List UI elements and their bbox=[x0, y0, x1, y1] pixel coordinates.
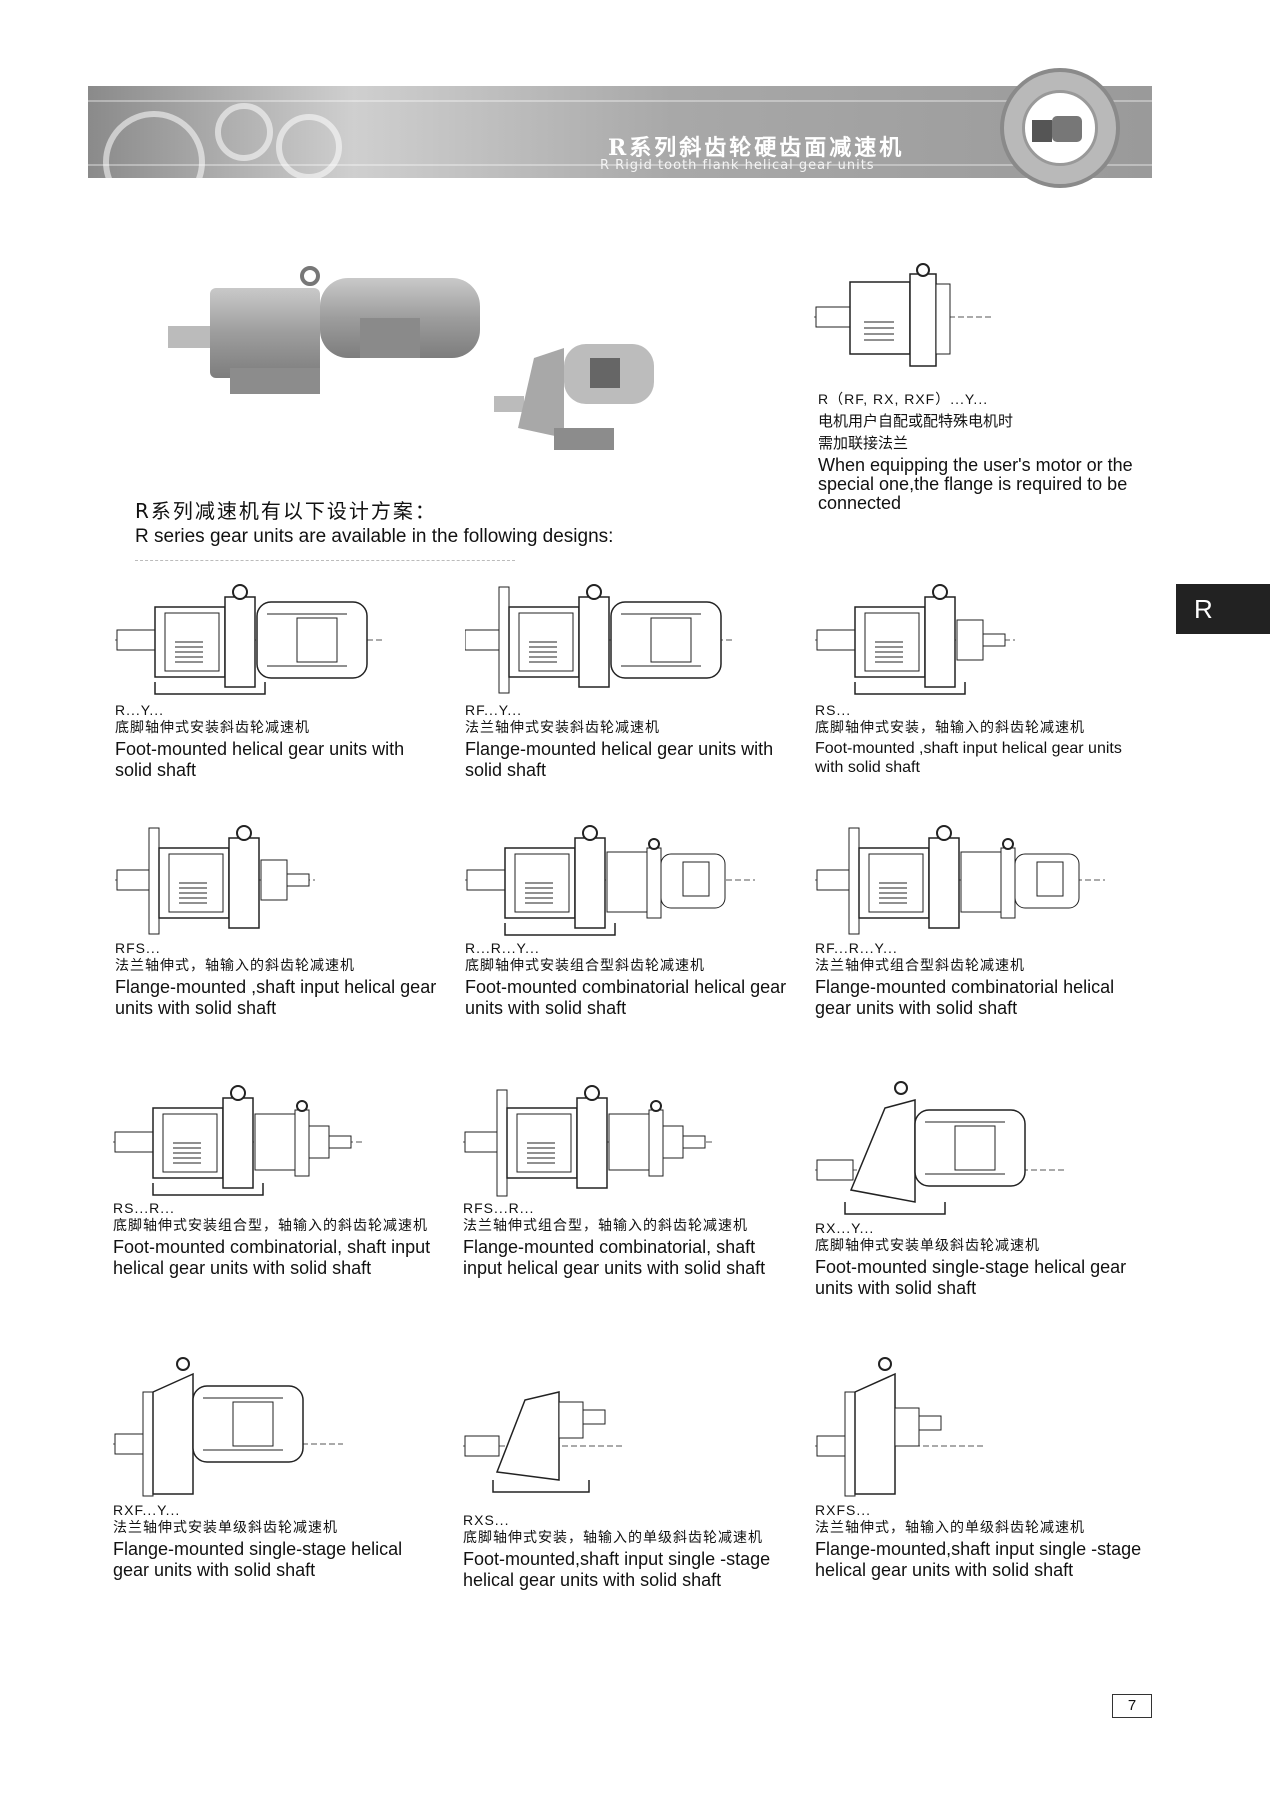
design-zh: 法兰轴伸式安装斜齿轮减速机 bbox=[465, 720, 660, 736]
header-banner: R系列斜齿轮硬齿面减速机 R Rigid tooth flank helical… bbox=[88, 86, 1152, 178]
design-rs-r: RS...R... 底脚轴伸式安装组合型，轴输入的斜齿轮减速机 Foot-mou… bbox=[113, 1080, 443, 1279]
design-code: RFS...R... bbox=[463, 1200, 535, 1216]
page-number: 7 bbox=[1112, 1694, 1152, 1718]
design-rf-y: RF...Y... 法兰轴伸式安装斜齿轮减速机 Flange-mounted h… bbox=[465, 582, 795, 781]
design-drawing bbox=[115, 825, 315, 935]
design-en: Foot-mounted,shaft input single -stage h… bbox=[463, 1549, 771, 1590]
design-drawing bbox=[113, 1357, 343, 1497]
flange-note-zh-1: 电机用户自配或配特殊电机时 bbox=[818, 412, 1014, 430]
banner-title-zh: R系列斜齿轮硬齿面减速机 bbox=[608, 135, 905, 161]
design-drawing bbox=[815, 1357, 985, 1497]
design-drawing bbox=[463, 1391, 623, 1493]
intro-heading-en: R series gear units are available in the… bbox=[135, 526, 614, 547]
design-code: RXS... bbox=[463, 1512, 510, 1528]
divider bbox=[135, 560, 515, 561]
design-code: RF...Y... bbox=[465, 702, 522, 718]
design-drawing bbox=[815, 1081, 1065, 1215]
design-rx-y: RX...Y... 底脚轴伸式安装单级斜齿轮减速机 Foot-mounted s… bbox=[815, 1080, 1145, 1299]
design-code: RF...R...Y... bbox=[815, 940, 898, 956]
flange-drawing bbox=[814, 263, 994, 367]
design-rs: RS... 底脚轴伸式安装，轴输入的斜齿轮减速机 Foot-mounted ,s… bbox=[815, 582, 1145, 777]
design-drawing bbox=[465, 825, 755, 936]
flange-note-code: R（RF, RX, RXF）...Y... bbox=[818, 391, 989, 407]
design-drawing bbox=[465, 584, 735, 694]
design-en: Foot-mounted single-stage helical gear u… bbox=[815, 1257, 1127, 1298]
design-r-y: R...Y... 底脚轴伸式安装斜齿轮减速机 Foot-mounted heli… bbox=[115, 582, 445, 781]
design-en: Foot-mounted combinatorial helical gear … bbox=[465, 977, 787, 1018]
single-stage-gear-unit-photo bbox=[494, 344, 654, 450]
gear-unit-badge-icon bbox=[1000, 68, 1120, 188]
design-drawing bbox=[463, 1085, 713, 1197]
design-en: Foot-mounted combinatorial, shaft input … bbox=[113, 1237, 431, 1278]
design-en: Foot-mounted ,shaft input helical gear u… bbox=[815, 740, 1122, 776]
design-zh: 法兰轴伸式安装单级斜齿轮减速机 bbox=[113, 1520, 338, 1536]
design-zh: 底脚轴伸式安装组合型，轴输入的斜齿轮减速机 bbox=[113, 1218, 428, 1234]
flange-note-en: When equipping the user's motor or the s… bbox=[818, 455, 1133, 513]
design-en: Foot-mounted helical gear units with sol… bbox=[115, 739, 405, 780]
design-code: R...Y... bbox=[115, 702, 164, 718]
design-rxf-y: RXF...Y... 法兰轴伸式安装单级斜齿轮减速机 Flange-mounte… bbox=[113, 1352, 443, 1581]
design-drawing bbox=[815, 584, 1015, 695]
flange-note: R（RF, RX, RXF）...Y... 电机用户自配或配特殊电机时 需加联接… bbox=[818, 388, 1158, 513]
design-en: Flange-mounted combinatorial, shaft inpu… bbox=[463, 1237, 766, 1278]
design-zh: 底脚轴伸式安装单级斜齿轮减速机 bbox=[815, 1238, 1040, 1254]
flange-note-zh-2: 需加联接法兰 bbox=[818, 434, 909, 452]
design-zh: 法兰轴伸式，轴输入的斜齿轮减速机 bbox=[115, 958, 355, 974]
design-zh: 法兰轴伸式组合型斜齿轮减速机 bbox=[815, 958, 1025, 974]
design-en: Flange-mounted ,shaft input helical gear… bbox=[115, 977, 437, 1018]
design-zh: 法兰轴伸式，轴输入的单级斜齿轮减速机 bbox=[815, 1520, 1085, 1536]
design-rf-r-y: RF...R...Y... 法兰轴伸式组合型斜齿轮减速机 Flange-moun… bbox=[815, 820, 1145, 1019]
design-rxs: RXS... 底脚轴伸式安装，轴输入的单级斜齿轮减速机 Foot-mounted… bbox=[463, 1362, 793, 1591]
design-rxfs: RXFS... 法兰轴伸式，轴输入的单级斜齿轮减速机 Flange-mounte… bbox=[815, 1352, 1145, 1581]
design-code: RXF...Y... bbox=[113, 1502, 181, 1518]
design-drawing bbox=[113, 1085, 363, 1196]
design-code: RFS... bbox=[115, 940, 161, 956]
design-code: RS... bbox=[815, 702, 852, 718]
section-tab[interactable]: R bbox=[1176, 584, 1270, 634]
design-rfs-r: RFS...R... 法兰轴伸式组合型，轴输入的斜齿轮减速机 Flange-mo… bbox=[463, 1080, 793, 1279]
design-en: Flange-mounted,shaft input single -stage… bbox=[815, 1539, 1142, 1580]
design-en: Flange-mounted combinatorial helical gea… bbox=[815, 977, 1115, 1018]
design-zh: 底脚轴伸式安装，轴输入的斜齿轮减速机 bbox=[815, 720, 1085, 736]
design-rfs: RFS... 法兰轴伸式，轴输入的斜齿轮减速机 Flange-mounted ,… bbox=[115, 820, 445, 1019]
design-code: RS...R... bbox=[113, 1200, 175, 1216]
design-zh: 底脚轴伸式安装斜齿轮减速机 bbox=[115, 720, 310, 736]
design-code: RX...Y... bbox=[815, 1220, 875, 1236]
design-zh: 底脚轴伸式安装组合型斜齿轮减速机 bbox=[465, 958, 705, 974]
banner-title-en: R Rigid tooth flank helical gear units bbox=[600, 158, 875, 173]
gear-decoration-icon bbox=[103, 103, 342, 178]
design-zh: 底脚轴伸式安装，轴输入的单级斜齿轮减速机 bbox=[463, 1530, 763, 1546]
design-code: R...R...Y... bbox=[465, 940, 540, 956]
design-en: Flange-mounted single-stage helical gear… bbox=[113, 1539, 403, 1580]
intro-heading-zh: R系列减速机有以下设计方案： bbox=[135, 499, 437, 523]
design-zh: 法兰轴伸式组合型，轴输入的斜齿轮减速机 bbox=[463, 1218, 748, 1234]
helical-gear-unit-photo bbox=[168, 266, 480, 394]
design-en: Flange-mounted helical gear units with s… bbox=[465, 739, 774, 780]
design-code: RXFS... bbox=[815, 1502, 872, 1518]
design-r-r-y: R...R...Y... 底脚轴伸式安装组合型斜齿轮减速机 Foot-mount… bbox=[465, 820, 795, 1019]
design-drawing bbox=[815, 825, 1105, 935]
design-drawing bbox=[115, 584, 385, 695]
